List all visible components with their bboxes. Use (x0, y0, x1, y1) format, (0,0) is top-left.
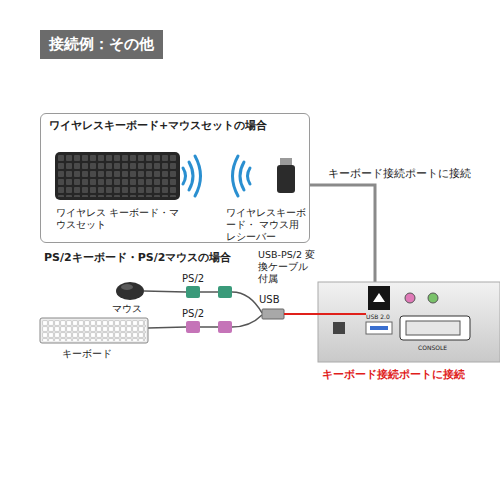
dc-jack (333, 322, 345, 334)
wave (183, 168, 186, 184)
audio-jack (405, 293, 415, 303)
connector-name: PS/2 (182, 308, 204, 321)
device-caption: マウス (112, 303, 142, 315)
port-label: CONSOLE (418, 344, 447, 352)
wireless-keyboard (55, 152, 180, 200)
port-mark (373, 293, 385, 302)
keyboard-body (55, 152, 180, 200)
usb-port (366, 322, 392, 334)
accessory-note: USB-PS/2 変換ケーブル 付属 (258, 249, 320, 285)
keyboard-keys (58, 155, 177, 197)
highlight-wire (284, 313, 366, 315)
dvi-port (400, 316, 470, 340)
dvi-pins (406, 321, 460, 335)
wave (233, 156, 239, 196)
mouse-cable (144, 291, 186, 292)
port-callout: キーボード接続ポートに接続 (322, 368, 465, 381)
ps2-plug-pink (218, 321, 232, 333)
usb-plug (262, 309, 284, 319)
device-caption: キーボード (62, 348, 112, 360)
audio-jack (428, 293, 438, 303)
wave (195, 156, 201, 196)
keyboard-keys (42, 320, 146, 341)
ps2-keyboard (40, 318, 186, 343)
converter-cable (232, 292, 262, 327)
kvm-switch-box: USB 2.0CONSOLE (318, 282, 500, 362)
connector-label: キーボード接続ポートに接続 (326, 167, 473, 180)
keyboard-body (40, 318, 148, 343)
ps2-plug-green (218, 286, 232, 298)
case-heading: ワイヤレスキーボード+マウスセットの場合 (49, 119, 267, 133)
usb-port-tongue (370, 326, 388, 330)
mouse-body (116, 282, 144, 300)
ps2-plug-green (186, 286, 200, 298)
radio-waves (183, 156, 250, 196)
case-heading: PS/2キーボード・PS/2マウスの場合 (44, 251, 231, 265)
device-caption: ワイヤレス キーボード・マウスセット (56, 207, 180, 231)
plug-link (200, 291, 218, 293)
ps2-plug-pink (186, 321, 200, 333)
plug-link (200, 326, 218, 328)
keyboard-port (368, 286, 390, 310)
port-label: USB 2.0 (366, 313, 390, 321)
connector-name: USB (259, 294, 280, 307)
connector-name: PS/2 (182, 273, 204, 286)
wave (240, 162, 244, 190)
title-badge: 接続例：その他 (40, 30, 163, 59)
receiver-plug (280, 158, 292, 166)
usb-receiver (277, 158, 295, 193)
keyboard-cable (148, 327, 186, 328)
connector (310, 185, 375, 282)
mouse-shine (121, 284, 133, 290)
ps2-mouse (116, 282, 186, 300)
wave (189, 162, 193, 190)
device-caption: ワイヤレスキーボード・ マウス用レシーバー (226, 207, 306, 243)
kvm-switch (318, 282, 500, 362)
wave (248, 168, 251, 184)
receiver-body (277, 165, 295, 193)
device-body (318, 282, 500, 362)
